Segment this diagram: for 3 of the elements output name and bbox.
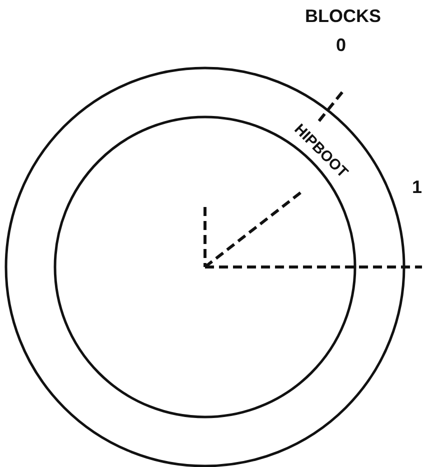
scale-number: 1: [412, 178, 422, 196]
scale-label: BLOCKS: [305, 7, 381, 25]
scale-number: 0: [336, 36, 346, 54]
